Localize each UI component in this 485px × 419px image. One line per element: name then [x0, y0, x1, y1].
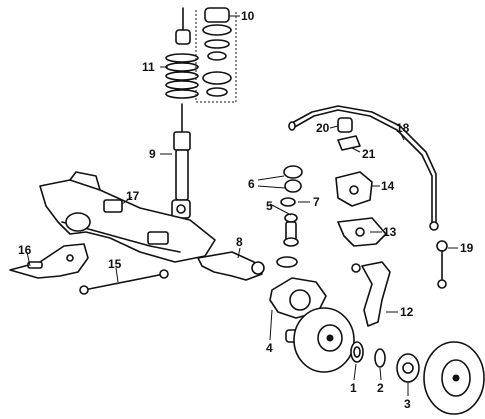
stabilizer-bracket — [337, 135, 361, 151]
stabilizer-bushing — [337, 117, 353, 133]
callout-18: 18 — [396, 121, 410, 135]
callout-16: 16 — [18, 243, 32, 257]
callout-1: 1 — [350, 381, 357, 395]
bearing — [350, 341, 364, 363]
callout-6: 6 — [248, 177, 255, 191]
callout-8: 8 — [236, 235, 243, 249]
ball-joint — [283, 213, 299, 247]
stabilizer-bar — [288, 105, 439, 231]
hub — [396, 353, 420, 383]
callout-12: 12 — [400, 305, 414, 319]
callout-11: 11 — [142, 60, 155, 74]
stabilizer-link — [436, 240, 448, 289]
bump-stop — [175, 7, 191, 45]
callout-19: 19 — [460, 241, 474, 255]
callout-20: 20 — [316, 121, 330, 135]
callout-15: 15 — [108, 257, 122, 271]
coil-spring — [165, 53, 199, 99]
strut-rod — [79, 269, 169, 295]
brake-disc-inner — [293, 307, 355, 373]
leader-lines — [26, 15, 458, 396]
strut-tower-mount — [335, 171, 373, 207]
callout-7: 7 — [313, 195, 320, 209]
strut-mount-stack — [202, 7, 232, 97]
callout-5: 5 — [266, 199, 273, 213]
skid-plate — [9, 243, 89, 279]
callout-13: 13 — [383, 225, 397, 239]
crossmember — [39, 171, 216, 263]
callout-17: 17 — [126, 189, 140, 203]
callouts: 1 2 3 4 5 6 7 8 9 10 11 12 13 14 15 16 1… — [18, 9, 474, 411]
callout-4: 4 — [266, 341, 273, 355]
callout-3: 3 — [404, 397, 411, 411]
callout-9: 9 — [149, 147, 156, 161]
snap-ring — [374, 348, 386, 368]
callout-14: 14 — [381, 179, 395, 193]
bushings — [280, 165, 303, 207]
callout-2: 2 — [377, 381, 384, 395]
lower-control-arm — [197, 251, 265, 281]
radius-arm — [351, 261, 391, 327]
upper-control-arm — [337, 217, 387, 247]
callout-21: 21 — [362, 147, 376, 161]
callout-10: 10 — [241, 9, 255, 23]
brake-rotor — [423, 341, 485, 415]
shock-absorber — [171, 103, 191, 219]
